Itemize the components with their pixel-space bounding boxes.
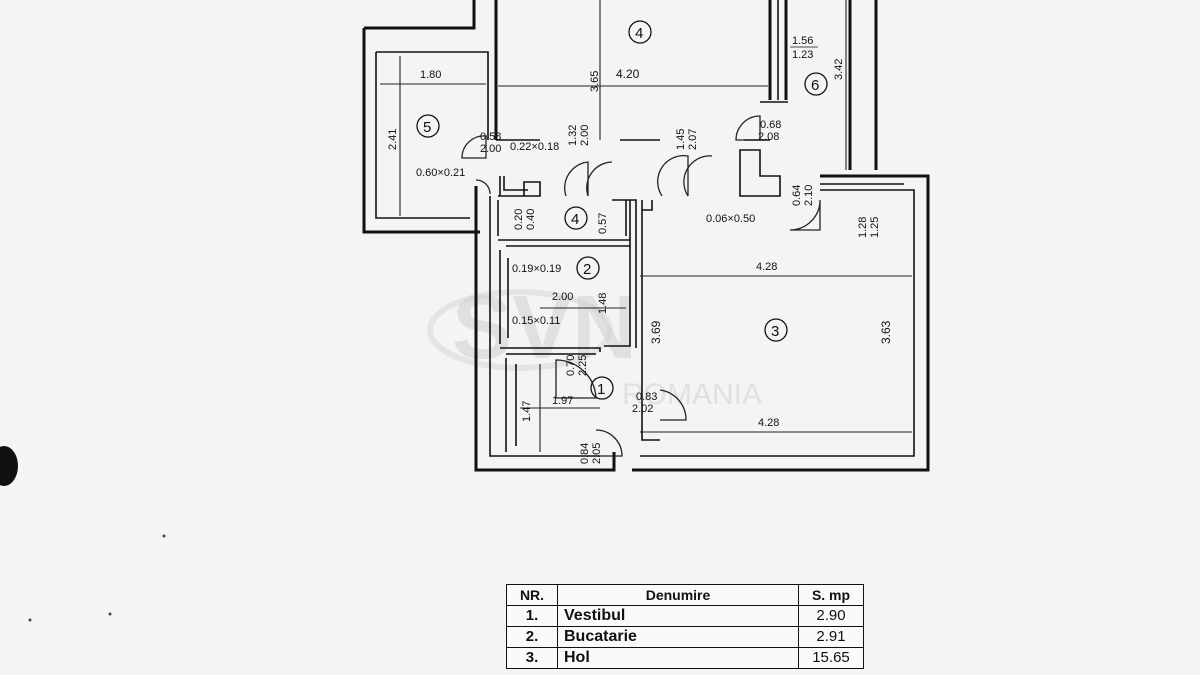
dim-label: 3.63 [879, 320, 893, 344]
dim-label: 4.20 [616, 67, 640, 81]
row-name: Hol [557, 647, 799, 669]
dim-label: 2.05 [591, 443, 603, 464]
dim-label: 3.65 [589, 71, 601, 92]
header-name: Denumire [557, 584, 799, 606]
dim-label: 2.00 [552, 291, 573, 303]
room-3-number: 3 [771, 323, 779, 340]
dim-label: 0.84 [579, 443, 591, 464]
row-name: Vestibul [557, 605, 799, 627]
dim-label: 2.07 [687, 129, 699, 150]
dim-label: 2.25 [577, 355, 589, 376]
room-1-number: 1 [597, 381, 605, 398]
header-nr: NR. [506, 584, 558, 606]
dim-label: 4.28 [758, 417, 779, 429]
room-2-number: 2 [583, 261, 591, 278]
row-area: 15.65 [798, 647, 864, 669]
room-4-lower-number: 4 [571, 211, 579, 228]
dim-label: 1.32 [567, 125, 579, 146]
dim-label: 4.28 [756, 261, 777, 273]
row-nr: 1. [506, 605, 558, 627]
dim-label: 1.48 [597, 293, 609, 314]
scan-dot [108, 612, 112, 616]
table-row: 1. Vestibul 2.90 [506, 605, 864, 627]
dim-label: 1.28 [857, 217, 869, 238]
dim-label: 0.64 [791, 185, 803, 206]
dim-label: 1.80 [420, 69, 441, 81]
room-5-walls [362, 0, 498, 234]
scan-dot [28, 618, 32, 622]
dim-label: 1.97 [552, 395, 573, 407]
table-row: 2. Bucatarie 2.91 [506, 626, 864, 648]
dim-label: 0.60×0.21 [416, 167, 465, 179]
dim-label: 2.10 [803, 185, 815, 206]
room-6-number: 6 [811, 77, 819, 94]
row-area: 2.91 [798, 626, 864, 648]
dim-label: 2.00 [579, 125, 591, 146]
dim-label: 2.02 [632, 403, 653, 415]
dim-label: 0.15×0.11 [512, 315, 560, 327]
dim-label: 3.69 [649, 320, 663, 344]
table-header-row: NR. Denumire S. mp [506, 584, 864, 606]
dim-label: 0.40 [525, 209, 537, 230]
row-area: 2.90 [798, 605, 864, 627]
rooms-table: NR. Denumire S. mp 1. Vestibul 2.90 2. B… [506, 584, 864, 669]
room-4-upper-number: 4 [635, 25, 643, 42]
room-4-walls [496, 0, 878, 170]
dim-label: 3.42 [833, 59, 845, 80]
room-numbers: 4 6 5 4 2 3 1 [416, 20, 828, 400]
dim-label: 1.23 [792, 49, 813, 61]
scan-dot [162, 534, 166, 538]
dim-label: 0.22×0.18 [510, 141, 559, 153]
dim-label: 0.68 [760, 119, 781, 131]
dim-label: 1.47 [521, 401, 533, 422]
row-nr: 3. [506, 647, 558, 669]
row-name: Bucatarie [557, 626, 799, 648]
table-row: 3. Hol 15.65 [506, 647, 864, 669]
dim-label: 2.00 [480, 143, 501, 155]
dim-label: 0.20 [513, 209, 525, 230]
dim-label: 0.57 [597, 213, 609, 234]
dim-label: 0.06×0.50 [706, 213, 755, 225]
dim-label: 1.56 [792, 35, 813, 47]
room-5-number: 5 [423, 119, 431, 136]
dim-label: 1.25 [869, 217, 881, 238]
header-area: S. mp [798, 584, 864, 606]
dimension-lines [380, 0, 912, 452]
row-nr: 2. [506, 626, 558, 648]
dim-label: 0.83 [636, 391, 657, 403]
watermark-sub: ROMANIA [622, 378, 762, 411]
dim-label: 0.58 [480, 131, 501, 143]
dim-label: 1.45 [675, 129, 687, 150]
dimension-labels: 1.56 1.23 3.42 3.65 4.20 1.80 2.41 0.58 … [387, 35, 893, 464]
main-walls [474, 149, 930, 472]
dim-label: 2.08 [758, 131, 779, 143]
watermark: SVN ROMANIA [427, 278, 762, 411]
dim-label: 0.70 [565, 355, 577, 376]
scan-mark [0, 446, 18, 486]
dim-label: 2.41 [387, 129, 399, 150]
watermark-logo: SVN [452, 278, 637, 378]
dim-label: 0.19×0.19 [512, 263, 561, 275]
